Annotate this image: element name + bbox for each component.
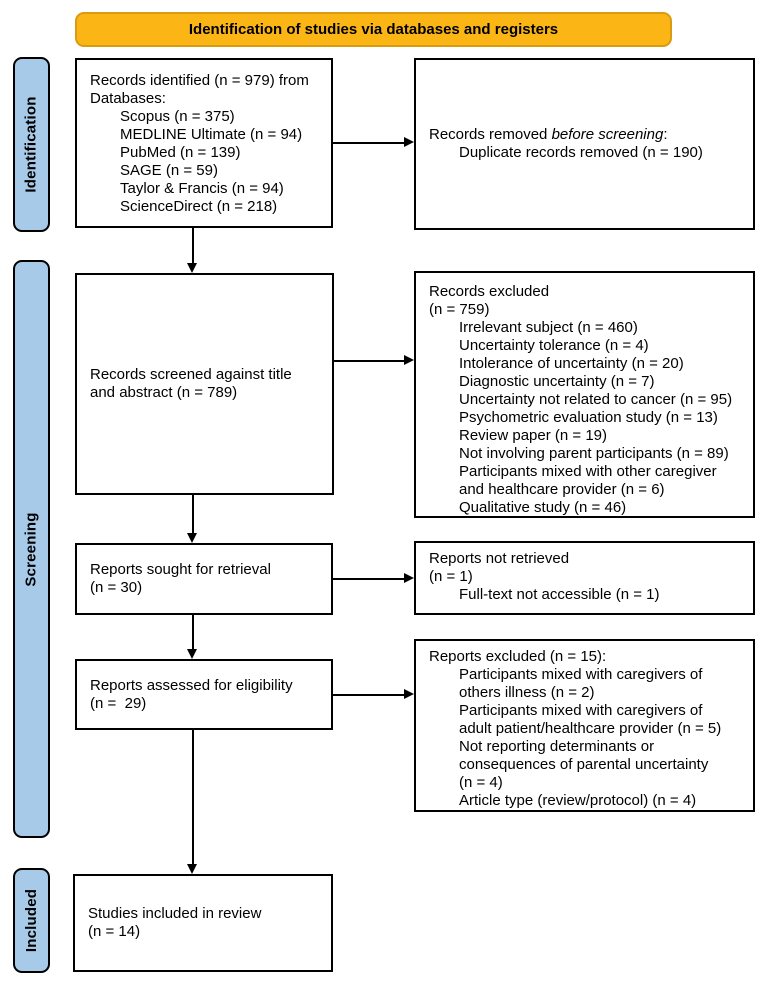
box-records-excluded-text: Records excluded(n = 759)Irrelevant subj…: [429, 283, 733, 516]
stage-label-identification: Identification: [23, 96, 41, 193]
right-arrowhead-icon: [404, 137, 414, 147]
connector-sought-to-assessed: [192, 615, 194, 650]
box-reports-sought: Reports sought for retrieval(n = 30): [75, 543, 333, 615]
down-arrowhead-icon: [187, 649, 197, 659]
connector-identified-to-removed: [333, 142, 405, 144]
box-reports-not-retrieved-text: Reports not retrieved(n = 1)Full-text no…: [429, 550, 660, 603]
box-reports-assessed-text: Reports assessed for eligibility(n = 29): [90, 676, 293, 712]
box-records-removed-before-screening: Records removed before screening:Duplica…: [414, 58, 755, 230]
connector-sought-to-not-retrieved: [333, 578, 405, 580]
connector-screened-to-excluded: [334, 360, 405, 362]
box-reports-excluded-text: Reports excluded (n = 15):Participants m…: [429, 648, 722, 809]
box-reports-sought-text: Reports sought for retrieval(n = 30): [90, 561, 271, 596]
box-reports-excluded: Reports excluded (n = 15):Participants m…: [414, 639, 755, 812]
box-records-removed-text: Records removed before screening:Duplica…: [429, 126, 703, 161]
box-reports-assessed: Reports assessed for eligibility(n = 29): [75, 659, 333, 730]
down-arrowhead-icon: [187, 864, 197, 874]
stage-label-included: Included: [23, 888, 40, 953]
down-arrowhead-icon: [187, 533, 197, 543]
title-banner: Identification of studies via databases …: [75, 12, 672, 47]
box-studies-included: Studies included in review(n = 14): [73, 874, 333, 972]
right-arrowhead-icon: [404, 355, 414, 365]
stage-bar-included: Included: [13, 868, 50, 973]
box-records-excluded: Records excluded(n = 759)Irrelevant subj…: [414, 271, 755, 518]
right-arrowhead-icon: [404, 689, 414, 699]
title-banner-label: Identification of studies via databases …: [188, 21, 559, 38]
box-studies-included-text: Studies included in review(n = 14): [88, 905, 262, 940]
stage-bar-identification: Identification: [13, 57, 50, 232]
connector-screened-to-sought: [192, 495, 194, 534]
connector-identified-to-screened: [192, 228, 194, 265]
stage-label-screening: Screening: [23, 511, 41, 587]
connector-assessed-to-reports-excluded: [333, 694, 405, 696]
box-reports-not-retrieved: Reports not retrieved(n = 1)Full-text no…: [414, 541, 755, 615]
down-arrowhead-icon: [187, 263, 197, 273]
connector-assessed-to-included: [192, 730, 194, 865]
stage-bar-screening: Screening: [13, 260, 50, 838]
right-arrowhead-icon: [404, 573, 414, 583]
